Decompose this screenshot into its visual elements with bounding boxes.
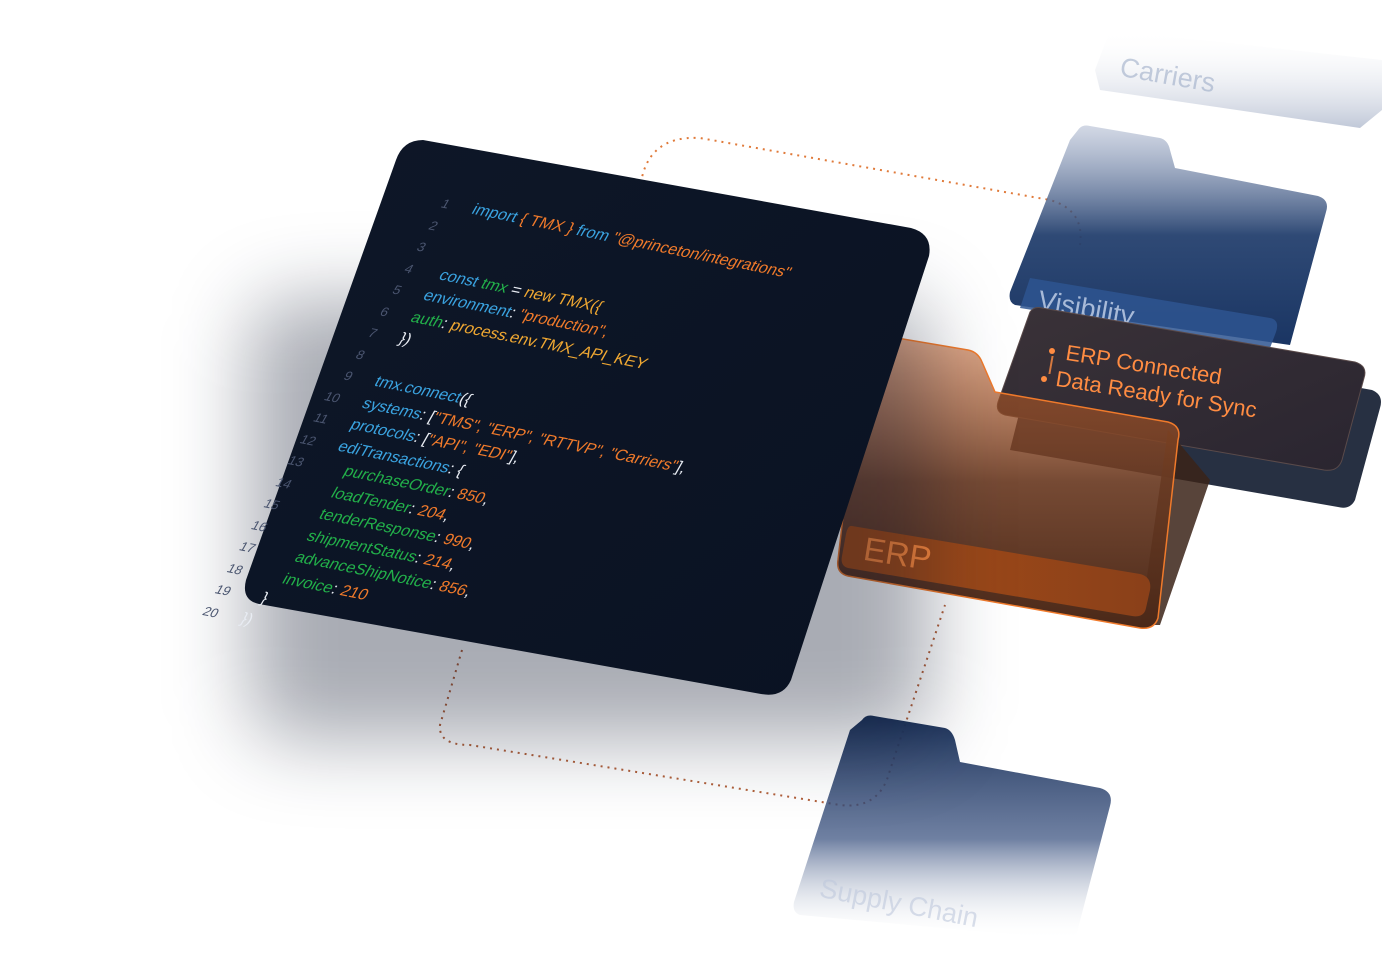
status-dot-bottom [1041, 376, 1047, 382]
status-dot-top [1049, 348, 1055, 354]
code-token: } [257, 590, 272, 607]
code-card-background [244, 140, 930, 695]
code-token: }) [395, 330, 415, 349]
code-token: }) [237, 610, 257, 628]
